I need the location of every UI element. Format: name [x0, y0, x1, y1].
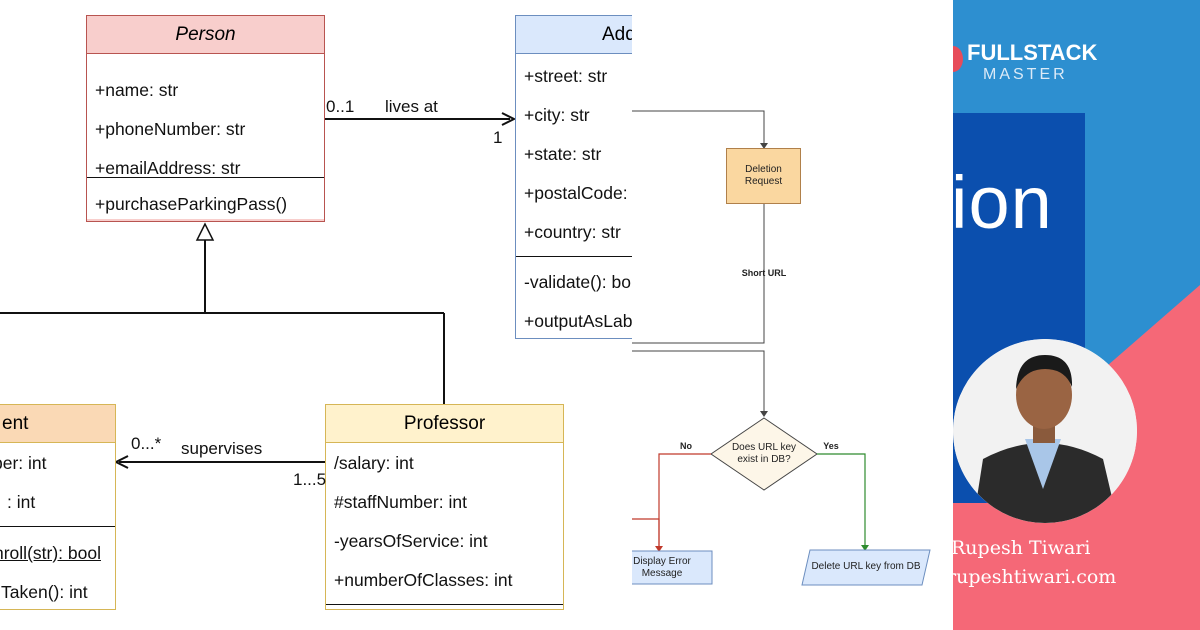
- display-error-label: Display Error Message: [633, 556, 691, 579]
- address-attribute: +postalCode:: [524, 183, 628, 203]
- deletion-request-box: Deletion Request: [726, 148, 801, 204]
- supervises-arrowhead: [113, 455, 129, 469]
- person-method: +purchaseParkingPass(): [95, 194, 288, 214]
- yes-branch-arrowhead: [861, 545, 869, 551]
- professor-attribute: -yearsOfService: int: [334, 531, 488, 551]
- flow-short-url-line: [632, 204, 765, 344]
- address-attribute: +country: str: [524, 222, 621, 242]
- person-attribute: +phoneNumber: str: [95, 119, 246, 139]
- yes-label: Yes: [823, 441, 839, 451]
- title-fragment: ion: [953, 161, 1053, 244]
- no-branch-line: [658, 453, 711, 550]
- person-attribute: +emailAddress: str: [95, 158, 241, 178]
- short-url-label: Short URL: [741, 268, 787, 278]
- supervises-target-multiplicity: 0...*: [131, 434, 162, 453]
- generalization-arrowhead: [195, 222, 215, 241]
- author-avatar: [953, 339, 1137, 523]
- address-method: -validate(): bo: [524, 272, 631, 292]
- yes-branch-line: [817, 453, 866, 546]
- address-divider: [516, 256, 674, 257]
- supervises-source-multiplicity: 1...5: [293, 470, 327, 489]
- professor-attribute: +numberOfClasses: int: [334, 570, 513, 590]
- student-class-name: ent: [0, 405, 115, 443]
- brand-bottom: MASTER: [983, 66, 1068, 83]
- flow-to-decision-line: [632, 350, 765, 412]
- flow-entry-line: [632, 110, 765, 144]
- student-method: Taken(): int: [1, 582, 88, 602]
- address-method: +outputAsLab: [524, 311, 633, 331]
- professor-class: Professor /salary: int #staffNumber: int…: [325, 404, 564, 610]
- author-site: rupeshtiwari.com: [953, 566, 1117, 588]
- student-class: ent ber: int : int nroll(str): bool Take…: [0, 404, 116, 610]
- flowchart-panel: Deletion Request Short URL Does URL key …: [632, 0, 953, 630]
- decision-diamond: [710, 417, 818, 491]
- lives-at-arrowhead: [501, 112, 517, 126]
- person-class: Person +name: str +phoneNumber: str +ema…: [86, 15, 325, 222]
- delete-key-label: Delete URL key from DB: [811, 561, 921, 572]
- professor-class-name: Professor: [326, 405, 563, 443]
- delete-key-shape: [801, 549, 931, 586]
- uml-class-diagram: Person +name: str +phoneNumber: str +ema…: [0, 15, 675, 610]
- student-method: nroll(str): bool: [0, 543, 101, 563]
- lives-at-source-multiplicity: 0..1: [326, 97, 355, 116]
- course-banner: ion FULLSTACK MASTER Rupesh Tiwari rupes…: [953, 0, 1200, 630]
- student-attribute: ber: int: [0, 453, 47, 473]
- no-branch-stub: [632, 518, 660, 550]
- address-attribute: +state: str: [524, 144, 602, 164]
- flow-to-decision-arrowhead: [760, 411, 768, 417]
- flowchart-connectors: [632, 110, 931, 586]
- professor-divider: [326, 604, 563, 605]
- logo-mark-icon: [953, 46, 963, 72]
- address-attribute: +city: str: [524, 105, 590, 125]
- supervises-label: supervises: [181, 439, 263, 458]
- no-label: No: [680, 441, 692, 451]
- display-error-shape: [632, 550, 713, 585]
- student-attribute: : int: [7, 492, 36, 512]
- lives-at-target-multiplicity: 1: [493, 128, 503, 147]
- author-name: Rupesh Tiwari: [953, 537, 1091, 559]
- person-class-name: Person: [87, 16, 324, 54]
- lives-at-label: lives at: [385, 97, 438, 116]
- uml-connectors: [0, 112, 517, 469]
- person-photo-icon: [953, 339, 1137, 523]
- student-divider: [0, 526, 115, 527]
- professor-attribute: /salary: int: [334, 453, 414, 473]
- professor-attribute: #staffNumber: int: [334, 492, 467, 512]
- person-attribute: +name: str: [95, 80, 179, 100]
- person-divider: [87, 177, 324, 178]
- address-attribute: +street: str: [524, 66, 608, 86]
- decision-label: Does URL key exist in DB?: [731, 442, 797, 465]
- flow-entry-arrowhead: [760, 143, 768, 149]
- brand-top: FULLSTACK: [967, 40, 1098, 65]
